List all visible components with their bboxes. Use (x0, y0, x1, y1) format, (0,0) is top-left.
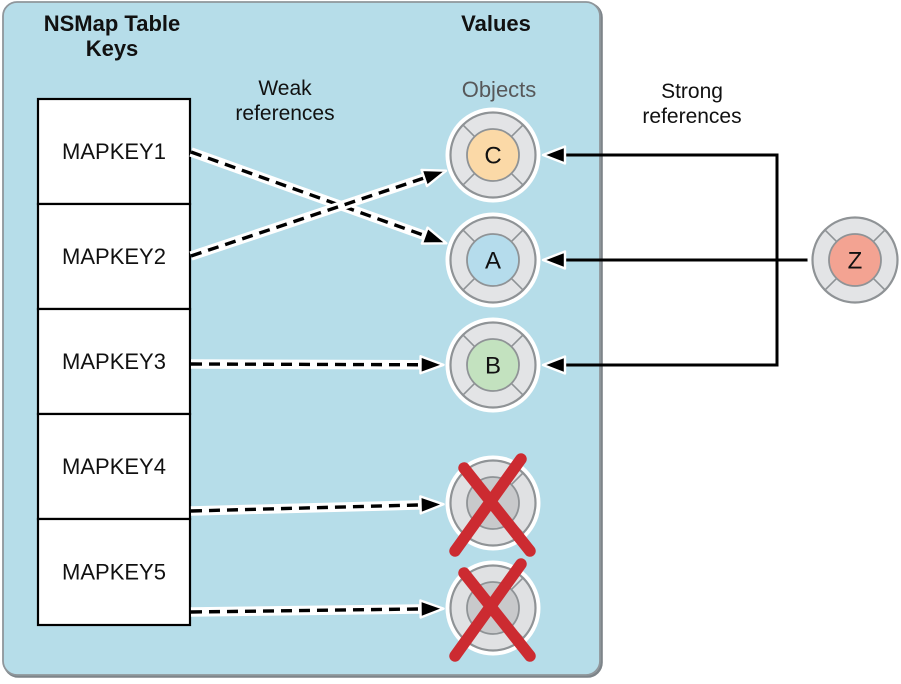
value-object-a: A (445, 212, 541, 308)
weak-arrow-mapkey2-to-c (189, 168, 448, 261)
arrowhead (541, 145, 567, 165)
key-box-mapkey5: MAPKEY5 (36, 517, 192, 627)
weak-references-layer (189, 147, 448, 619)
strong-references-label-line1: Strong (661, 80, 723, 103)
key-box-mapkey4: MAPKEY4 (36, 412, 192, 521)
object-letter: B (485, 353, 501, 380)
arrowhead (420, 226, 448, 245)
object-letter: C (484, 143, 501, 170)
weak-arrow-mapkey3-to-b (190, 355, 445, 375)
weak-arrow-mapkey5-to-deallocated-object-2 (190, 599, 445, 619)
arrowhead (419, 495, 445, 515)
keys-title-line1: NSMap Table (44, 11, 181, 36)
value-object-b: B (445, 317, 541, 413)
object-letter: Z (848, 248, 863, 275)
strong-references-layer (541, 145, 808, 375)
strong-references-label-line2: references (642, 105, 741, 128)
keys-title-line2: Keys (86, 36, 139, 61)
deallocated-object-1 (445, 453, 541, 557)
key-label: MAPKEY1 (62, 139, 166, 164)
deallocated-object-2 (445, 558, 541, 662)
key-label: MAPKEY4 (62, 454, 166, 479)
arrowhead (419, 599, 445, 619)
x-mark-stroke (458, 567, 536, 662)
arrowhead (541, 355, 567, 375)
weak-references-label-line2: references (235, 102, 334, 125)
value-objects-layer: C A B Z (445, 107, 901, 662)
values-title: Values (461, 11, 531, 36)
weak-arrow-mapkey4-to-deallocated-object-1 (190, 495, 445, 516)
key-box-mapkey2: MAPKEY2 (36, 202, 192, 311)
objects-label: Objects (462, 77, 537, 102)
weak-arrow-mapkey1-to-a (189, 147, 448, 245)
arrowhead (419, 355, 445, 375)
value-object-c: C (445, 107, 541, 203)
x-mark-stroke (458, 462, 536, 557)
key-box-mapkey1: MAPKEY1 (36, 97, 192, 206)
key-label: MAPKEY2 (62, 244, 166, 269)
external-object-z: Z (807, 212, 901, 308)
key-label: MAPKEY3 (62, 349, 166, 374)
arrowhead (541, 250, 567, 270)
arrowhead (420, 168, 448, 188)
key-box-mapkey3: MAPKEY3 (36, 307, 192, 416)
weak-references-label-line1: Weak (258, 77, 312, 100)
object-letter: A (485, 248, 501, 275)
key-label: MAPKEY5 (62, 560, 166, 585)
strong-reference-lines (541, 145, 808, 375)
